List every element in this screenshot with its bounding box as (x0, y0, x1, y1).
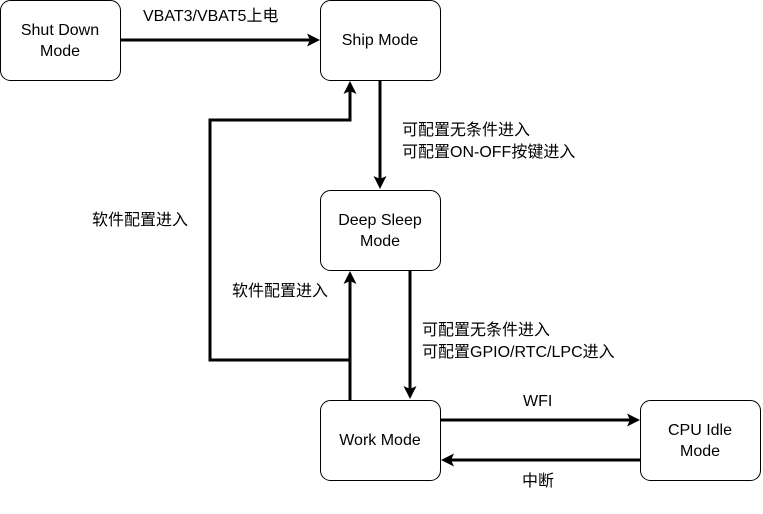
edge-label-software-config-entry: 软件配置进入 (232, 282, 328, 300)
arrowhead (343, 81, 357, 94)
edge-label-software-config-entry: 软件配置进入 (92, 211, 188, 229)
node-label-line: Work Mode (339, 432, 421, 449)
node-deepsleep-mode: Deep Sleep Mode (320, 190, 441, 271)
arrowhead (373, 176, 387, 189)
edge-cpuidle-to-work: 中断 (441, 453, 640, 490)
node-label-line: Shut Down (21, 22, 99, 39)
node-label-line: Mode (360, 233, 400, 250)
arrowhead (343, 271, 357, 284)
edge-label-wfi: WFI (523, 393, 552, 410)
node-work-mode: Work Mode (320, 400, 441, 481)
edge-work-to-ship: 软件配置进入 (92, 81, 357, 362)
edge-line (208, 91, 352, 362)
edge-label-unconditional-entry: 可配置无条件进入 (402, 121, 530, 139)
edge-label-interrupt: 中断 (522, 472, 554, 490)
node-label-line: CPU Idle (668, 422, 732, 439)
node-shutdown-mode: Shut Down Mode (0, 0, 121, 81)
node-label-line: Ship Mode (342, 32, 419, 49)
node-cpuidle-mode: CPU Idle Mode (640, 400, 761, 481)
edge-label-unconditional-entry: 可配置无条件进入 (422, 321, 550, 339)
arrowhead (441, 453, 454, 467)
edge-label-gpio-rtc-lpc-entry: 可配置GPIO/RTC/LPC进入 (422, 343, 615, 361)
edge-label-vbat-power-on: VBAT3/VBAT5上电 (143, 7, 278, 25)
arrowhead (627, 413, 640, 427)
node-label-line: Mode (680, 443, 720, 460)
edge-ship-to-deepsleep: 可配置无条件进入 可配置ON-OFF按键进入 (373, 80, 575, 189)
edge-work-to-deepsleep: 软件配置进入 (232, 271, 357, 400)
node-ship-mode: Ship Mode (320, 0, 441, 81)
node-label-line: Mode (40, 43, 80, 60)
edge-deepsleep-to-work: 可配置无条件进入 可配置GPIO/RTC/LPC进入 (403, 270, 615, 399)
arrowhead (403, 386, 417, 399)
edge-shutdown-to-ship: VBAT3/VBAT5上电 (120, 7, 320, 47)
node-label-line: Deep Sleep (338, 212, 422, 229)
edge-label-onoff-key-entry: 可配置ON-OFF按键进入 (402, 143, 575, 161)
edge-work-to-cpuidle: WFI (440, 393, 640, 427)
arrowhead (307, 33, 320, 47)
